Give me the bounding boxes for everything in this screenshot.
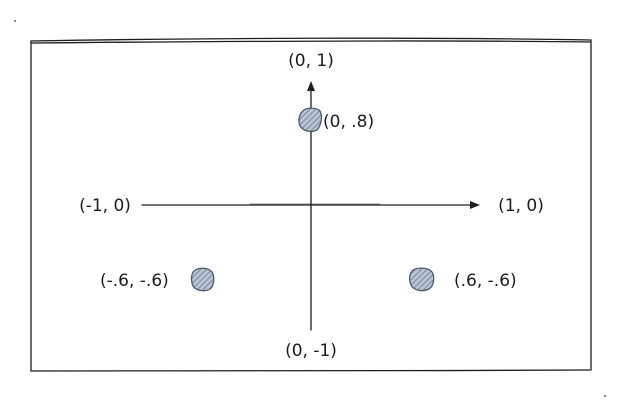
axis-label-bottom: (0, -1)	[285, 341, 337, 361]
x-axis-arrowhead	[470, 201, 480, 209]
stray-dot	[604, 395, 606, 397]
axis-label-top: (0, 1)	[288, 51, 334, 71]
point-label: (-.6, -.6)	[100, 271, 169, 291]
diagram-frame	[30, 37, 592, 372]
point-label: (0, .8)	[323, 112, 374, 132]
point-label: (.6, -.6)	[454, 271, 517, 291]
axis-label-right: (1, 0)	[498, 196, 544, 216]
point-neg06-neg06: (-.6, -.6)	[100, 267, 215, 292]
stray-dot	[14, 20, 16, 22]
point-0-08: (0, .8)	[298, 107, 374, 133]
point-marker	[408, 267, 435, 292]
point-marker	[298, 107, 323, 133]
y-axis-arrowhead	[307, 81, 315, 91]
axis-label-left: (-1, 0)	[79, 196, 131, 216]
x-axis	[141, 203, 479, 206]
point-06-neg06: (.6, -.6)	[408, 267, 517, 292]
point-marker	[190, 267, 215, 292]
